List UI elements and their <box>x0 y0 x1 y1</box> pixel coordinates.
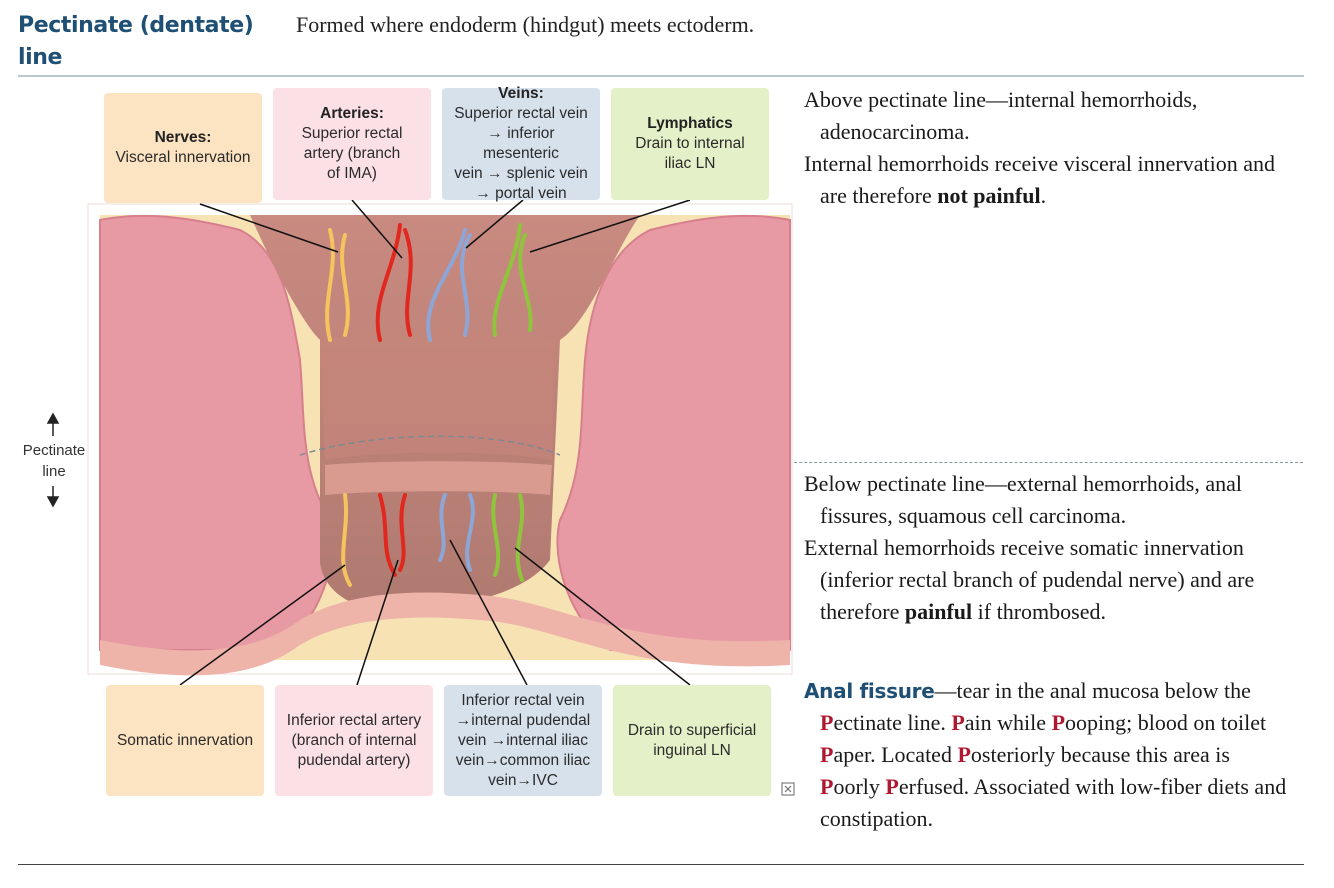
fissure-text-1: —tear in the anal mucosa below the <box>934 678 1251 703</box>
mnemonic-p: P <box>957 742 971 767</box>
box-line: (branch of internal <box>291 731 417 749</box>
below-p1: Below pectinate line—external hemorrhoid… <box>804 471 1243 528</box>
above-p1: Above pectinate line—internal hemorrhoid… <box>804 87 1198 144</box>
anal-canal-diagram <box>46 199 795 796</box>
inferior-rectal-vein <box>438 493 447 562</box>
below-p2-bold: painful <box>904 599 973 624</box>
above-p2-end: . <box>1040 183 1047 208</box>
pectinate-label-line1: Pectinate <box>22 442 86 459</box>
box-line: of IMA) <box>327 165 377 182</box>
above-p2-bold: not painful <box>937 183 1041 208</box>
fissure-text-6: osteriorly because this area is <box>970 742 1230 767</box>
box-line: Inferior rectal vein <box>461 691 585 709</box>
superior-rectal-artery <box>375 223 402 342</box>
arrow-down-icon <box>46 496 60 508</box>
arrow-up-icon <box>46 412 60 424</box>
box-line: vein → splenic vein <box>454 165 588 182</box>
box-title: Arteries: <box>320 105 384 122</box>
perianal-skin <box>100 592 790 676</box>
bottom-divider <box>18 864 1304 865</box>
below-pectinate-block: Below pectinate line—external hemorrhoid… <box>804 468 1294 628</box>
leader-inferior-artery <box>356 559 399 686</box>
box-lymphatics: Lymphatics Drain to internal iliac LN <box>611 88 769 200</box>
leader-lymphatics <box>529 199 691 253</box>
box-line: Drain to superficial <box>627 721 757 739</box>
above-p2-text: Internal hemorrhoids receive visceral in… <box>804 151 1275 208</box>
pectinate-line-label: Pectinate line <box>14 440 94 482</box>
anal-columns <box>320 328 555 460</box>
box-line: → portal vein <box>475 185 567 202</box>
box-line: Superior rectal <box>301 125 403 142</box>
fissure-text-5: aper. Located <box>833 742 958 767</box>
fissure-paragraph: Anal fissure—tear in the anal mucosa bel… <box>804 675 1294 835</box>
heading-divider <box>18 75 1304 77</box>
leader-superficial-ln <box>514 547 691 686</box>
below-p2-end: if thrombosed. <box>972 599 1106 624</box>
mnemonic-p: P <box>820 742 834 767</box>
box-title: Veins: <box>498 85 544 102</box>
inferior-rectal-artery <box>378 493 397 577</box>
definition-text: Formed where endoderm (hindgut) meets ec… <box>296 12 755 37</box>
anal-fissure-block: Anal fissure—tear in the anal mucosa bel… <box>804 675 1294 835</box>
right-sphincter-muscle <box>556 214 791 651</box>
left-sphincter-muscle <box>99 214 334 651</box>
box-superficial-ln: Drain to superficial inguinal LN <box>613 685 771 796</box>
box-line: vein →internal iliac <box>457 731 589 749</box>
fissure-text-2: ectinate line. <box>833 710 952 735</box>
box-line: Somatic innervation <box>116 731 254 749</box>
fissure-text-7: oorly <box>833 774 886 799</box>
heading-line-2: line <box>18 45 63 70</box>
box-line: Drain to internal <box>635 135 745 152</box>
anal-valve-band <box>325 461 552 495</box>
box-line: → inferior mesenteric <box>483 125 559 162</box>
below-p2-text: External hemorrhoids receive somatic inn… <box>804 535 1255 624</box>
box-title: Lymphatics <box>647 115 733 132</box>
box-line: Inferior rectal artery <box>286 711 422 729</box>
box-arteries: Arteries: Superior rectal artery (branch… <box>273 88 431 200</box>
leader-nerves <box>199 203 339 253</box>
box-veins: Veins: Superior rectal vein → inferior m… <box>442 85 600 202</box>
superficial-lymphatics <box>491 493 501 577</box>
mnemonic-p: P <box>1051 710 1066 735</box>
box-line: Visceral innervation <box>115 149 251 166</box>
box-line: iliac LN <box>664 155 716 172</box>
box-nerves: Nerves: Visceral innervation <box>104 93 262 203</box>
fissure-text-3: ain while <box>964 710 1052 735</box>
mnemonic-p: P <box>885 774 899 799</box>
leader-arteries <box>351 199 403 259</box>
heading-line-1: Pectinate (dentate) <box>18 13 254 38</box>
fissure-term: Anal fissure <box>804 679 935 703</box>
leader-somatic <box>179 564 346 686</box>
fissure-text-8: erfused. Associated with low-fiber diets… <box>820 774 1287 831</box>
box-line: →internal pudendal <box>455 711 591 729</box>
above-pectinate-block: Above pectinate line—internal hemorrhoid… <box>804 84 1284 212</box>
section-heading: Pectinate (dentate) line <box>18 10 258 74</box>
box-line: Superior rectal vein <box>454 105 588 122</box>
superior-nerve <box>325 228 335 342</box>
superior-rectal-vein <box>426 228 467 342</box>
above-p2: Internal hemorrhoids receive visceral in… <box>804 148 1284 212</box>
box-inferior-rectal-vein: Inferior rectal vein →internal pudendal … <box>444 685 602 796</box>
box-line: inguinal LN <box>653 741 731 759</box>
internal-lymphatics <box>492 223 522 337</box>
inferior-nerve <box>341 493 352 587</box>
mnemonic-p: P <box>820 710 834 735</box>
box-inferior-rectal-artery: Inferior rectal artery (branch of intern… <box>275 685 433 796</box>
below-p2: External hemorrhoids receive somatic inn… <box>804 532 1294 628</box>
expand-icon <box>781 782 795 796</box>
mnemonic-p: P <box>820 774 834 799</box>
box-somatic: Somatic innervation <box>106 685 264 796</box>
box-line: artery (branch <box>303 145 401 162</box>
box-line: vein→common iliac <box>455 751 591 769</box>
box-line: pudendal artery) <box>297 751 411 769</box>
pectinate-curve <box>299 435 561 456</box>
pectinate-label-line2: line <box>42 463 66 480</box>
box-line: vein→IVC <box>488 771 558 789</box>
fissure-text-4: ooping; blood on toilet <box>1065 710 1267 735</box>
leader-inferior-vein <box>449 539 528 686</box>
mnemonic-p: P <box>951 710 965 735</box>
leader-veins <box>465 199 524 249</box>
box-title: Nerves: <box>154 129 212 146</box>
